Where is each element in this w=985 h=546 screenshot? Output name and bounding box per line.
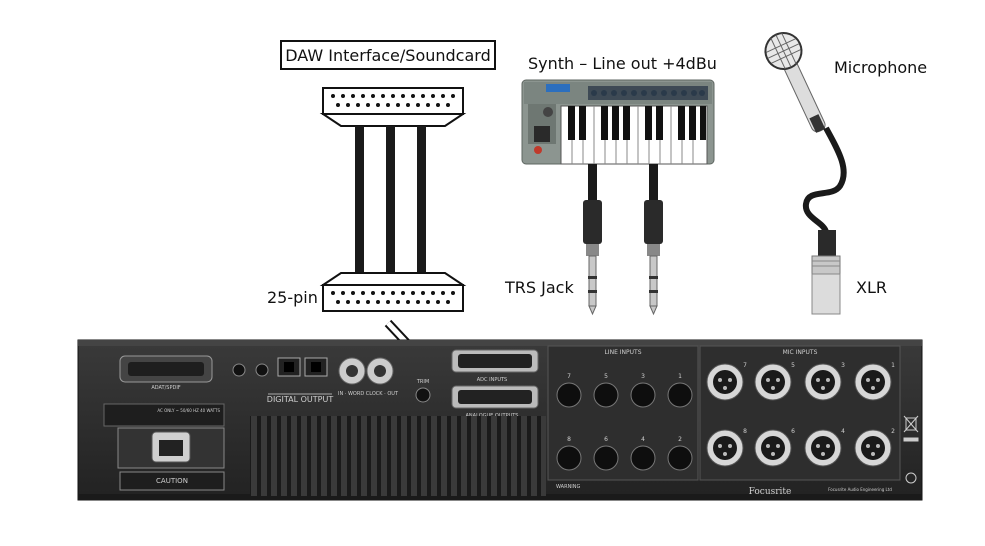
microphone-label: Microphone xyxy=(834,58,928,77)
optical-outputs xyxy=(277,357,328,377)
mic-input-number: 7 xyxy=(743,362,747,369)
trim-knob[interactable] xyxy=(415,387,431,403)
mic-input-number: 6 xyxy=(791,428,795,435)
mic-inputs-panel: MIC INPUTS 7 5 3 xyxy=(699,345,901,481)
synth-keyboard xyxy=(521,79,715,165)
db25-connector-bottom xyxy=(319,272,467,312)
db25-connector-top xyxy=(319,87,467,127)
line-inputs-panel: LINE INPUTS 7 5 3 1 8 6 4 2 xyxy=(547,345,699,481)
line-input-number: 5 xyxy=(604,373,608,380)
rack-unit: ADAT/SPDIF DIGITAL OUTPUT IN · WORD CLOC… xyxy=(77,339,923,501)
adc-inputs-port: ADC INPUTS xyxy=(451,349,539,383)
adat-label: ADAT/SPDIF xyxy=(151,385,180,391)
ac-rating-label: AC ONLY ~ 50/60 HZ 40 WATTS xyxy=(157,408,220,413)
trs-jack-label: TRS Jack xyxy=(505,278,574,297)
spdif-switch-knob[interactable] xyxy=(255,363,269,377)
mic-input-number: 8 xyxy=(743,428,747,435)
daw-interface-label-box: DAW Interface/Soundcard xyxy=(280,40,496,70)
trs-jack-right xyxy=(644,164,663,316)
mic-input-number: 2 xyxy=(891,428,895,435)
line-input-number: 1 xyxy=(678,373,682,380)
mic-input-number: 1 xyxy=(891,362,895,369)
synth-label: Synth – Line out +4dBu xyxy=(528,54,717,73)
adat-spdif-port: ADAT/SPDIF xyxy=(119,355,213,391)
word-clock-label: IN · WORD CLOCK · OUT xyxy=(338,391,399,397)
line-inputs-label: LINE INPUTS xyxy=(604,349,641,356)
line-input-number: 4 xyxy=(641,436,645,443)
multicore-cable xyxy=(355,126,426,274)
xlr-connector xyxy=(811,230,841,315)
daw-interface-label: DAW Interface/Soundcard xyxy=(285,45,491,65)
microphone-cable xyxy=(802,126,847,234)
adc-inputs-label: ADC INPUTS xyxy=(477,377,507,383)
mic-inputs-label: MIC INPUTS xyxy=(783,349,818,356)
mic-input-number: 4 xyxy=(841,428,845,435)
power-section: AC ONLY ~ 50/60 HZ 40 WATTS CAUTION xyxy=(103,403,225,491)
line-input-number: 8 xyxy=(567,436,571,443)
digital-output-label: DIGITAL OUTPUT xyxy=(267,395,334,404)
pin25-label: 25-pin xyxy=(267,288,318,307)
focusrite-logo-text: Focusrite xyxy=(749,487,792,497)
caution-label: CAUTION xyxy=(156,477,188,485)
word-clock-bnc xyxy=(338,357,394,385)
line-input-number: 2 xyxy=(678,436,682,443)
compliance-icons xyxy=(903,415,919,484)
heatsink xyxy=(250,416,546,496)
trim-label: TRIM xyxy=(416,379,429,385)
xlr-label: XLR xyxy=(856,278,887,297)
mic-input-number: 3 xyxy=(841,362,845,369)
mic-input-number: 5 xyxy=(791,362,795,369)
warning-label: WARNING xyxy=(556,484,581,490)
microphone-icon xyxy=(764,31,826,133)
trs-jack-left xyxy=(583,164,602,316)
line-input-number: 3 xyxy=(641,373,645,380)
focusrite-sub-label: Focusrite Audio Engineering Ltd xyxy=(828,487,892,492)
line-input-number: 7 xyxy=(567,373,571,380)
line-input-number: 6 xyxy=(604,436,608,443)
wire-switch-knob[interactable] xyxy=(232,363,246,377)
